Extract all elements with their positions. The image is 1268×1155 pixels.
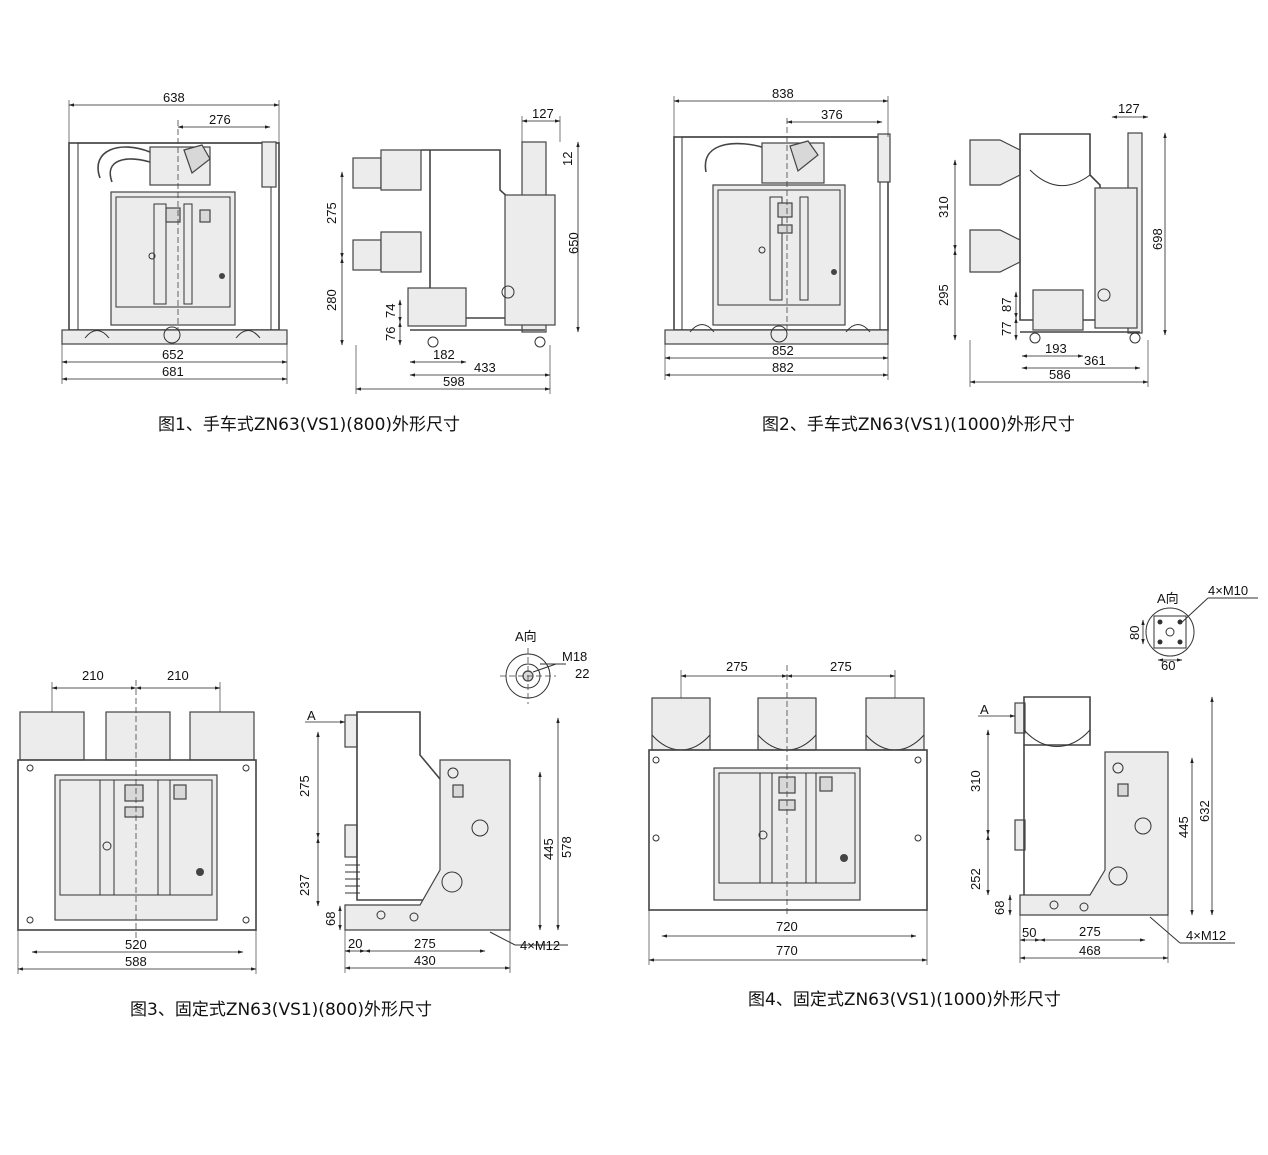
fig2-front-view (664, 118, 891, 345)
dim-label: 838 (772, 86, 794, 101)
fig3-view-a (500, 648, 556, 704)
dim-label: 60 (1161, 658, 1175, 673)
dim-label: 638 (163, 90, 185, 105)
dim-label: 87 (999, 298, 1014, 312)
fig1-front-view (61, 120, 288, 345)
view-a-label: A向 (515, 629, 537, 644)
dim-label: 468 (1079, 943, 1101, 958)
dim-label: 80 (1127, 626, 1142, 640)
fig4-front-view (648, 665, 928, 915)
dim-label: 22 (575, 666, 589, 681)
dim-label: 882 (772, 360, 794, 375)
dim-label: 433 (474, 360, 496, 375)
dim-label: A (980, 702, 989, 717)
dim-label: 210 (82, 668, 104, 683)
dim-label: 74 (383, 304, 398, 318)
figure-caption: 图2、手车式ZN63(VS1)(1000)外形尺寸 (762, 415, 1075, 435)
captions: 图1、手车式ZN63(VS1)(800)外形尺寸 图2、手车式ZN63(VS1)… (130, 415, 1075, 1020)
dim-label: A (307, 708, 316, 723)
dim-label: 445 (1176, 816, 1191, 838)
dim-label: 77 (999, 322, 1014, 336)
dim-label: 237 (297, 874, 312, 896)
dim-label: 275 (1079, 924, 1101, 939)
dim-label: 770 (776, 943, 798, 958)
fig1-side-view (352, 141, 556, 348)
fig2-side-view (969, 132, 1143, 344)
dim-label: 586 (1049, 367, 1071, 382)
dim-label: 632 (1197, 800, 1212, 822)
dim-label: 275 (414, 936, 436, 951)
fig3-side-view (344, 711, 511, 931)
dim-label: 361 (1084, 353, 1106, 368)
dim-label: 276 (209, 112, 231, 127)
dimension-labels: 638 276 652 681 127 12 275 650 280 74 76… (82, 86, 1248, 969)
dim-label: 12 (560, 152, 575, 166)
dim-label: 520 (125, 937, 147, 952)
figure-1 (61, 120, 556, 348)
dim-label: 445 (541, 838, 556, 860)
dim-label: 650 (566, 232, 581, 254)
fig4-side-view (1014, 696, 1169, 916)
dim-label: 4×M10 (1208, 583, 1248, 598)
dim-label: 310 (936, 196, 951, 218)
dim-label: 681 (162, 364, 184, 379)
figure-3 (17, 648, 556, 940)
view-a-label: A向 (1157, 591, 1179, 606)
figure-caption: 图4、固定式ZN63(VS1)(1000)外形尺寸 (748, 990, 1061, 1010)
dim-label: 4×M12 (1186, 928, 1226, 943)
dim-label: 68 (323, 912, 338, 926)
dim-label: 275 (726, 659, 748, 674)
dim-label: 182 (433, 347, 455, 362)
dim-label: 698 (1150, 228, 1165, 250)
dim-label: 588 (125, 954, 147, 969)
dim-label: 430 (414, 953, 436, 968)
fig3-front-view (17, 680, 257, 940)
dim-label: 127 (532, 106, 554, 121)
dim-label: M18 (562, 649, 587, 664)
dim-label: 127 (1118, 101, 1140, 116)
dim-label: 275 (324, 202, 339, 224)
dim-label: 4×M12 (520, 938, 560, 953)
dim-label: 210 (167, 668, 189, 683)
figure-caption: 图1、手车式ZN63(VS1)(800)外形尺寸 (158, 415, 460, 435)
dim-label: 50 (1022, 925, 1036, 940)
dim-label: 252 (968, 868, 983, 890)
dim-label: 275 (297, 775, 312, 797)
dim-label: 578 (559, 836, 574, 858)
fig4-view-a (1145, 607, 1195, 657)
dim-label: 68 (992, 901, 1007, 915)
dim-label: 652 (162, 347, 184, 362)
dim-label: 20 (348, 936, 362, 951)
dim-label: 852 (772, 343, 794, 358)
dim-label: 295 (936, 284, 951, 306)
dim-label: 280 (324, 289, 339, 311)
figure-2 (664, 118, 1143, 345)
figure-caption: 图3、固定式ZN63(VS1)(800)外形尺寸 (130, 1000, 432, 1020)
dimension-lines (17, 96, 1258, 974)
dim-label: 720 (776, 919, 798, 934)
figure-4 (648, 607, 1195, 916)
dim-label: 376 (821, 107, 843, 122)
dim-label: 275 (830, 659, 852, 674)
dim-label: 193 (1045, 341, 1067, 356)
dim-label: 598 (443, 374, 465, 389)
dim-label: 310 (968, 770, 983, 792)
dim-label: 76 (383, 327, 398, 341)
